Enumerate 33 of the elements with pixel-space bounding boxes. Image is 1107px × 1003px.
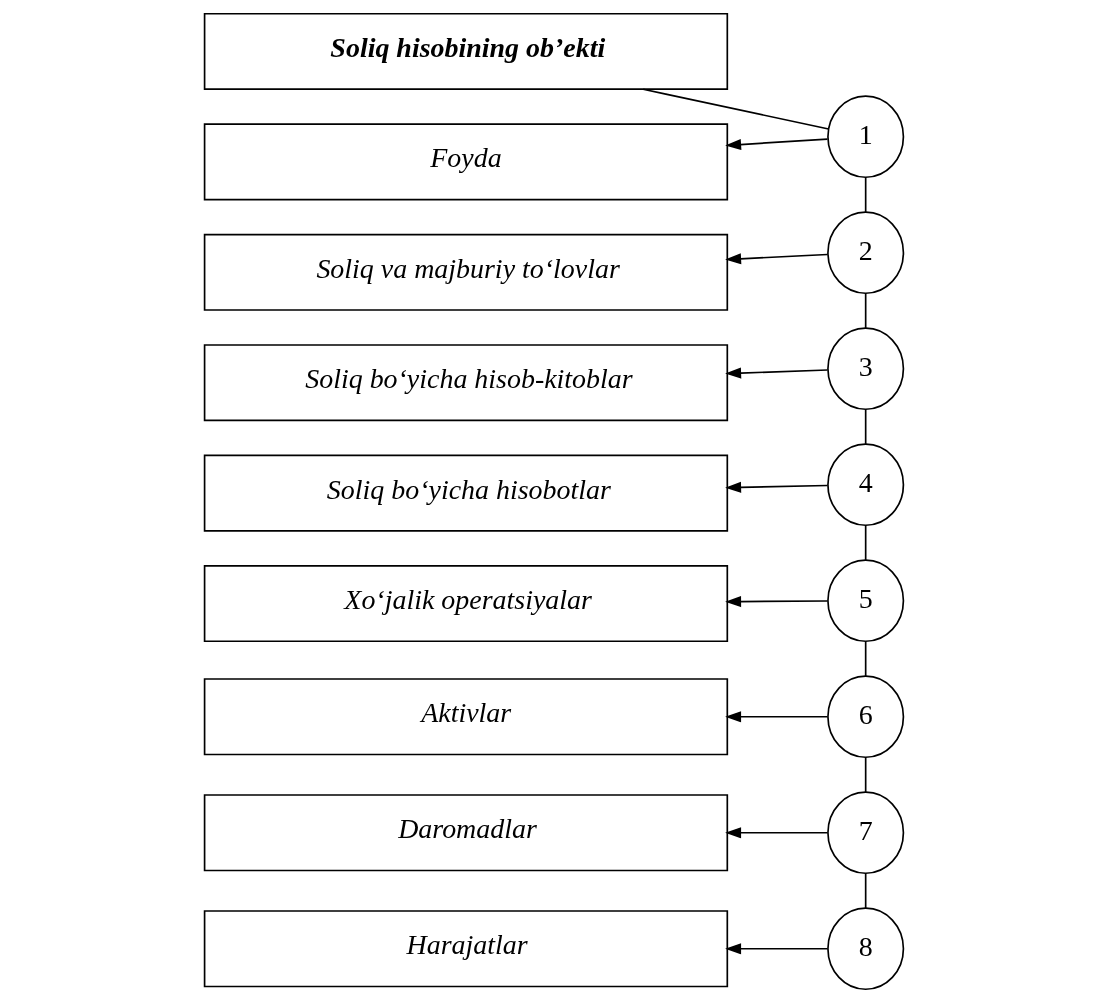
node-circle: 2: [826, 211, 904, 295]
node-box: Soliq bo‘yicha hisobotlar: [203, 454, 728, 532]
connector: [641, 88, 829, 130]
node-box: Soliq bo‘yicha hisob-kitoblar: [203, 344, 728, 422]
arrow: [724, 596, 828, 608]
node-box: Harajatlar: [203, 910, 728, 988]
node-circle: 6: [826, 675, 904, 759]
arrow: [724, 481, 828, 493]
connector: [864, 756, 866, 793]
node-circle: 1: [826, 95, 904, 179]
connector: [864, 872, 866, 909]
node-circle: 4: [826, 443, 904, 527]
connector: [864, 640, 866, 677]
arrow: [724, 138, 828, 151]
node-circle: 8: [826, 907, 904, 991]
node-circle: 5: [826, 559, 904, 643]
arrow: [724, 367, 828, 379]
node-box: Aktivlar: [203, 678, 728, 756]
node-box: Daromadlar: [203, 794, 728, 872]
node-box: Xo‘jalik operatsiyalar: [203, 564, 728, 643]
node-box: Soliq hisobining ob’ekti: [203, 12, 728, 91]
node-circle: 7: [826, 791, 904, 875]
connector: [864, 524, 866, 561]
arrow: [724, 827, 828, 839]
connector: [864, 292, 866, 329]
arrow: [724, 711, 828, 723]
connector: [864, 408, 866, 445]
node-box: Soliq va majburiy to‘lovlar: [203, 233, 728, 311]
node-box: Foyda: [203, 123, 728, 201]
node-circle: 3: [826, 327, 904, 411]
arrow: [724, 253, 828, 265]
connector: [864, 176, 866, 213]
arrow: [724, 943, 828, 955]
